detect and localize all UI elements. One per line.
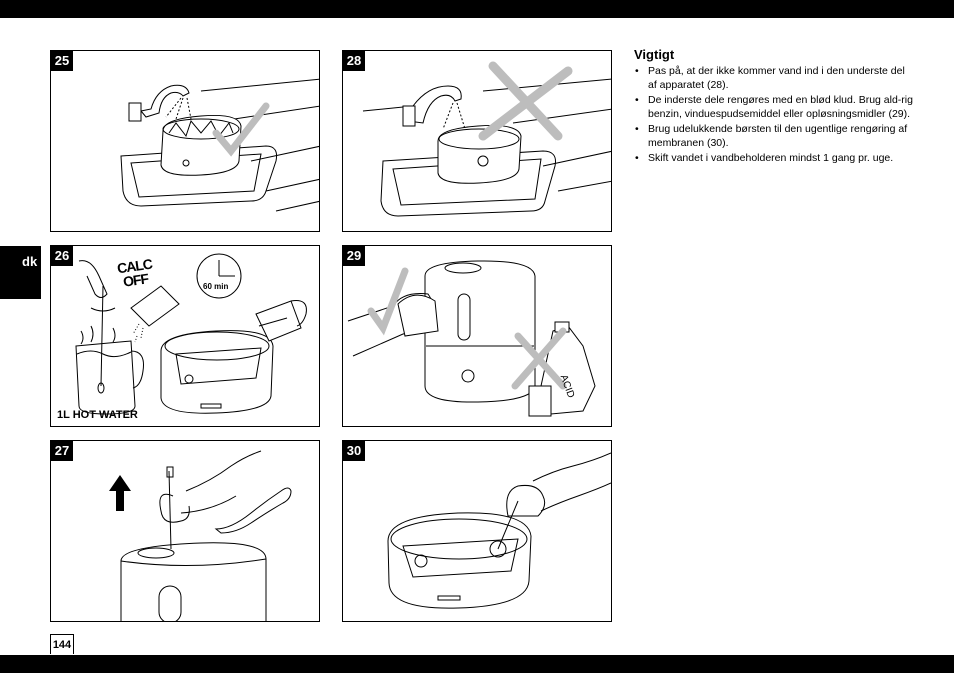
cross-mark-icon: [511, 327, 567, 390]
check-mark-icon: [367, 267, 409, 336]
important-notes: Vigtigt Pas på, at der ikke kommer vand …: [634, 48, 914, 166]
descaling-illustration: [75, 253, 307, 415]
wipe-clean-illustration: [347, 260, 596, 417]
arrow-up-icon: [109, 475, 131, 511]
figure-number: 27: [51, 441, 73, 461]
figure-number: 26: [51, 246, 73, 266]
figure-26: 26 CALC OFF 60 min 1L HOT WATER: [50, 245, 320, 427]
figure-28: 28: [342, 50, 612, 232]
figure-25: 25: [50, 50, 320, 232]
list-item: Brug udelukkende børsten til den ugentli…: [634, 122, 914, 150]
list-item: De inderste dele rengøres med en blød kl…: [634, 93, 914, 121]
water-label: 1L HOT WATER: [57, 409, 138, 421]
timer-label: 60 min: [203, 282, 229, 291]
timer-icon: [196, 253, 242, 299]
notes-title: Vigtigt: [634, 47, 675, 62]
list-item: Skift vandet i vandbeholderen mindst 1 g…: [634, 151, 914, 165]
language-tab: dk: [0, 246, 41, 299]
figure-number: 28: [343, 51, 365, 71]
membrane-lift-illustration: [109, 450, 292, 621]
check-mark-icon: [212, 102, 270, 157]
figure-number: 30: [343, 441, 365, 461]
top-bar: [0, 0, 954, 18]
figure-27: 27: [50, 440, 320, 622]
figure-number: 25: [51, 51, 73, 71]
figure-29: 29 ACID: [342, 245, 612, 427]
list-item: Pas på, at der ikke kommer vand ind i de…: [634, 64, 914, 92]
bottom-bar: [0, 655, 954, 673]
language-tab-label: dk: [22, 254, 38, 269]
notes-list: Pas på, at der ikke kommer vand ind i de…: [634, 64, 914, 165]
calc-label-2: OFF: [122, 270, 149, 290]
page-number: 144: [50, 634, 74, 654]
membrane-brush-illustration: [387, 452, 611, 609]
sink-rinse-illustration: [120, 78, 319, 212]
figure-30: 30: [342, 440, 612, 622]
figure-number: 29: [343, 246, 365, 266]
cross-mark-icon: [478, 61, 573, 141]
sink-submerge-illustration: [362, 61, 611, 217]
